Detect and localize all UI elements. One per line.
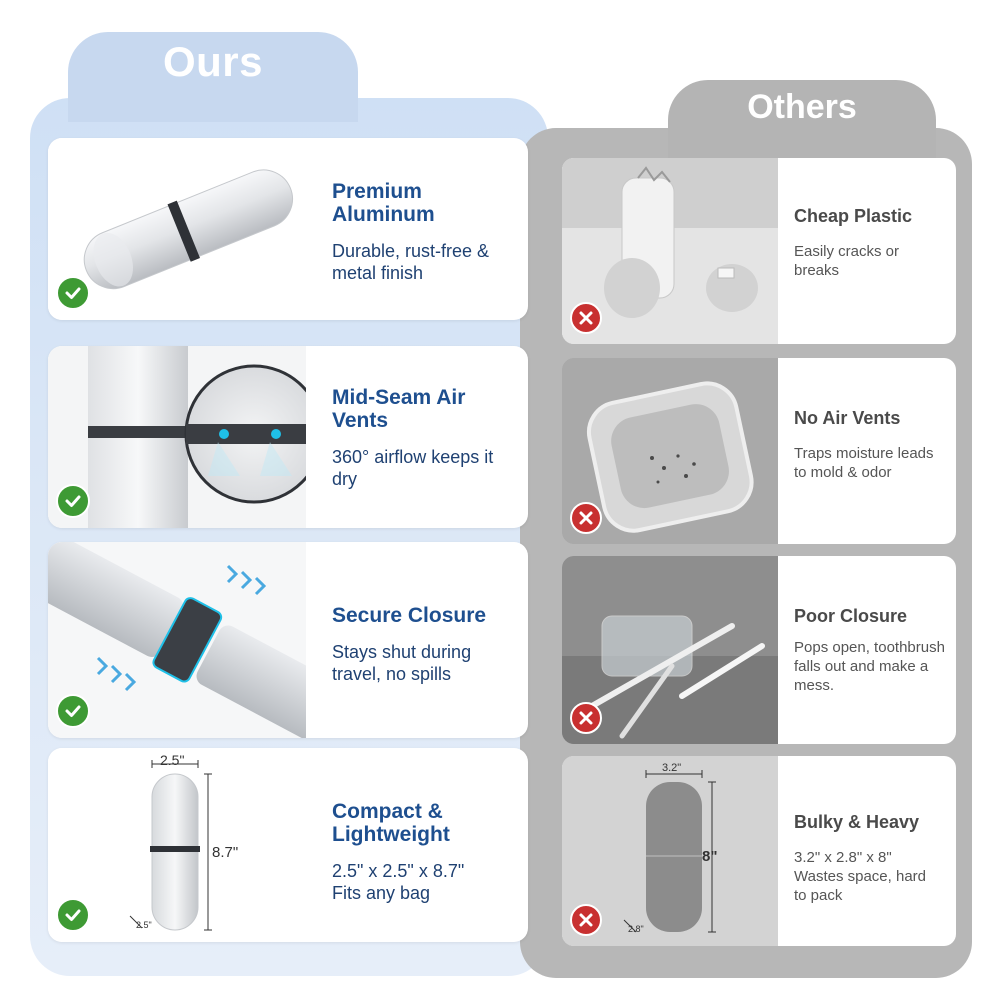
ours-heading: Mid-Seam Air Vents: [332, 386, 466, 432]
others-card-cheap-plastic: Cheap Plastic Easily cracks or breaks: [562, 158, 956, 344]
closure-image: [48, 542, 306, 738]
x-icon: [570, 302, 602, 334]
ours-description: 360° airflow keeps it dry: [332, 447, 494, 489]
others-heading: Poor Closure: [794, 606, 908, 626]
others-tab: [668, 80, 936, 160]
others-description: Traps moisture leads to mold & odor: [794, 445, 934, 481]
check-icon: [56, 898, 90, 932]
spilled-toothbrush-image: [562, 556, 778, 744]
aluminum-case-image: [48, 138, 306, 320]
ours-card-premium-aluminum: Premium Aluminum Durable, rust-free & me…: [48, 138, 528, 320]
bulky-case-image: 3.2" 8" 2.8": [562, 756, 778, 946]
ours-tab: [68, 32, 358, 122]
check-icon: [56, 694, 90, 728]
others-card-bulky: 3.2" 8" 2.8" Bulky & Heavy 3.2" x 2.8" x…: [562, 756, 956, 946]
air-vent-image: [48, 346, 306, 528]
ours-heading: Compact & Lightweight: [332, 800, 450, 846]
cracked-plastic-image: [562, 158, 778, 344]
x-icon: [570, 904, 602, 936]
ours-description: 2.5" x 2.5" x 8.7" Fits any bag: [332, 861, 465, 903]
others-heading: Bulky & Heavy: [794, 812, 920, 832]
height-dimension: 8.7": [212, 844, 239, 861]
others-title: Others: [747, 88, 857, 126]
others-description: 3.2" x 2.8" x 8" Wastes space, hard to p…: [794, 849, 927, 904]
others-description: Pops open, toothbrush falls out and make…: [794, 639, 945, 694]
others-heading: No Air Vents: [794, 408, 901, 428]
depth-dimension: 2.8": [628, 924, 644, 934]
ours-card-secure-closure: Secure Closure Stays shut during travel,…: [48, 542, 528, 738]
others-card-no-air-vents: No Air Vents Traps moisture leads to mol…: [562, 358, 956, 544]
ours-card-air-vents: Mid-Seam Air Vents 360° airflow keeps it…: [48, 346, 528, 528]
x-icon: [570, 702, 602, 734]
ours-heading: Secure Closure: [332, 604, 487, 627]
others-card-poor-closure: Poor Closure Pops open, toothbrush falls…: [562, 556, 956, 744]
ours-description: Stays shut during travel, no spills: [332, 642, 472, 684]
ours-title: Ours: [162, 38, 264, 85]
others-heading: Cheap Plastic: [794, 206, 913, 226]
depth-dimension: 2.5": [136, 920, 152, 930]
check-icon: [56, 276, 90, 310]
x-icon: [570, 502, 602, 534]
width-dimension: 2.5": [160, 752, 185, 768]
ours-card-compact: 2.5" 8.7" 2.5" Compact & Lightweight 2.5…: [48, 748, 528, 942]
compact-case-image: 2.5" 8.7" 2.5": [48, 748, 306, 942]
check-icon: [56, 484, 90, 518]
ours-description: Durable, rust-free & metal finish: [332, 241, 490, 283]
moldy-cup-image: [562, 358, 778, 544]
width-dimension: 3.2": [662, 762, 682, 774]
others-description: Easily cracks or breaks: [794, 243, 900, 279]
height-dimension: 8": [702, 848, 718, 865]
ours-heading: Premium Aluminum: [332, 180, 435, 226]
